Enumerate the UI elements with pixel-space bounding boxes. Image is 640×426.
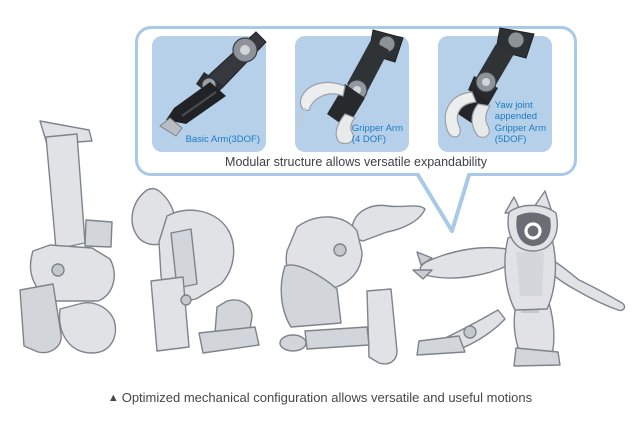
triangle-marker-icon: ▲ xyxy=(107,392,119,404)
inset-yaw-gripper-arm: Yaw joint appended Gripper Arm (5DOF) xyxy=(438,27,552,152)
robot-pose-kneeling xyxy=(131,187,260,354)
basic-arm-label: Basic Arm(3DOF) xyxy=(185,134,260,146)
gripper-arm-photo xyxy=(296,29,404,145)
gripper-arm-label: Gripper Arm (4 DOF) xyxy=(351,122,403,146)
callout-tail xyxy=(416,172,471,233)
yaw-gripper-arm-label: Yaw joint appended Gripper Arm (5DOF) xyxy=(494,99,546,146)
basic-arm-photo xyxy=(159,31,267,137)
panel-caption: Modular structure allows versatile expan… xyxy=(225,155,487,169)
yaw-gripper-arm-photo xyxy=(444,27,535,138)
inset-gripper-arm: Gripper Arm (4 DOF) xyxy=(295,29,409,152)
eye-ring-icon xyxy=(524,222,542,240)
robot-pose-leaning-back xyxy=(19,120,117,354)
inset-basic-arm: Basic Arm(3DOF) xyxy=(152,31,267,152)
footer-caption-text: Optimized mechanical configuration allow… xyxy=(121,390,533,405)
robot-pose-bowing xyxy=(279,204,426,365)
expandability-callout-panel: Basic Arm(3DOF) Gripper Arm (4 DOF) xyxy=(135,26,577,176)
footer-caption: ▲Optimized mechanical configuration allo… xyxy=(0,390,640,405)
robot-pose-lunge-standing xyxy=(412,190,626,367)
